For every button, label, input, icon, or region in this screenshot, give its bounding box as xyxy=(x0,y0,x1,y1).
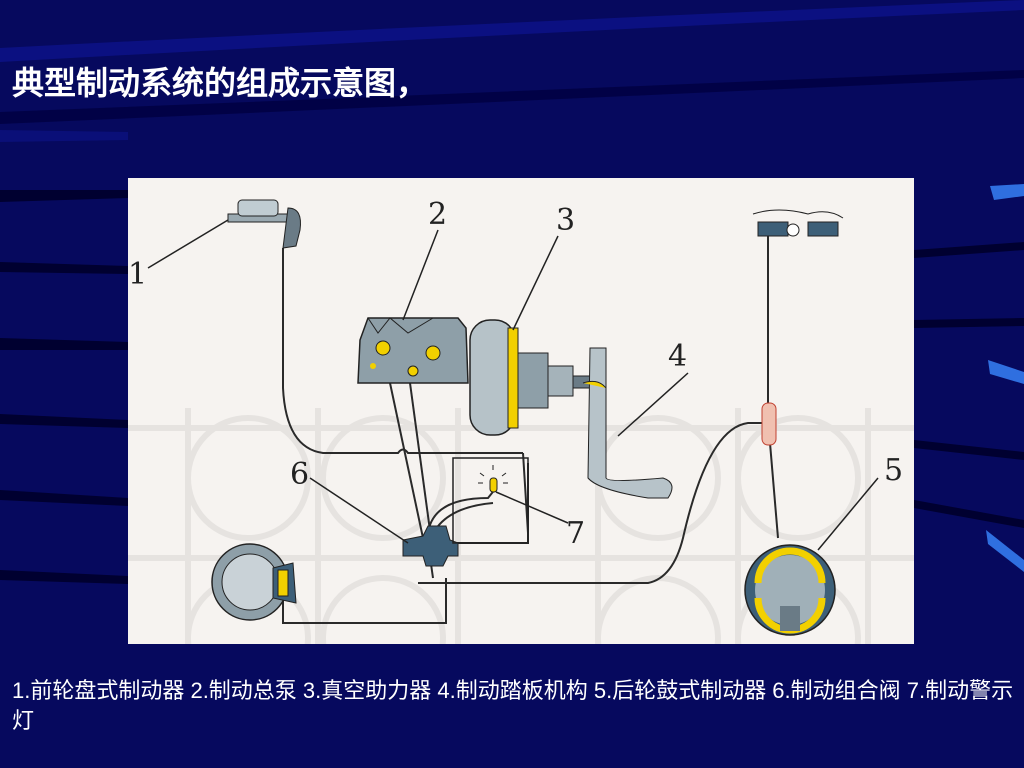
slide-caption: 1.前轮盘式制动器 2.制动总泵 3.真空助力器 4.制动踏板机构 5.后轮鼓式… xyxy=(12,678,1014,733)
warning-lamp xyxy=(452,457,529,544)
label-2: 2 xyxy=(428,197,447,232)
label-3: 3 xyxy=(556,203,575,238)
label-1: 1 xyxy=(128,257,147,292)
front-disc-brake xyxy=(211,543,297,621)
brake-system-diagram: 1 2 3 4 5 6 7 xyxy=(128,178,914,644)
background-watermark xyxy=(128,408,914,644)
leader-lines xyxy=(147,219,879,551)
master-cylinder xyxy=(357,317,469,384)
rear-brake-hose xyxy=(761,402,777,446)
vacuum-booster xyxy=(469,319,604,436)
label-7: 7 xyxy=(566,516,585,551)
label-5: 5 xyxy=(884,453,903,488)
front-brake-line-fitting xyxy=(227,199,301,249)
rear-drum-brake xyxy=(744,544,836,636)
label-4: 4 xyxy=(668,339,687,374)
slide-title: 典型制动系统的组成示意图， xyxy=(12,64,429,102)
combination-valve xyxy=(402,525,459,567)
label-6: 6 xyxy=(290,457,309,492)
rear-brake-line-fitting xyxy=(752,209,844,237)
brake-pedal xyxy=(582,347,673,499)
